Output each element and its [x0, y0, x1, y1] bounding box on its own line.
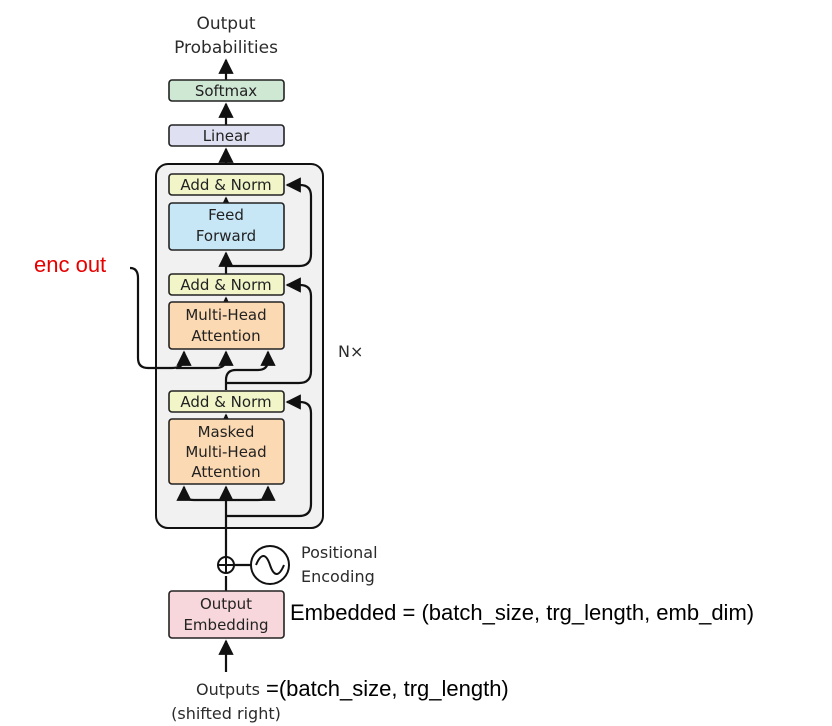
output-embedding-block [168, 590, 285, 639]
embedded-shape-annotation: Embedded = (batch_size, trg_length, emb_… [290, 600, 754, 625]
feed-forward-label-line2: Forward [196, 227, 256, 245]
add-norm-bottom-block [168, 390, 285, 413]
masked-mha-label-line3: Attention [191, 463, 260, 481]
mha-label-line1: Multi-Head [185, 306, 266, 324]
outputs-label-line1: Outputs [196, 680, 260, 699]
positional-encoding-label-line2: Encoding [301, 567, 375, 586]
positional-encoding-label-line1: Positional [301, 543, 378, 562]
masked-input-key [176, 485, 226, 502]
linear-label: Linear [203, 127, 250, 145]
residual-arrow-bottom [226, 394, 313, 518]
residual-arrow-top [226, 177, 313, 268]
softmax-label: Softmax [195, 82, 257, 100]
softmax-block [168, 79, 285, 102]
add-norm-top-block [168, 173, 285, 196]
mha-label-line2: Attention [191, 327, 260, 345]
outputs-shape-annotation: =(batch_size, trg_length) [266, 676, 509, 701]
multi-head-attention-block [168, 301, 285, 350]
enc-out-annotation: enc out [34, 252, 106, 277]
outputs-label-line2: (shifted right) [171, 704, 281, 723]
output-probabilities-label-line2: Probabilities [174, 38, 278, 58]
feed-forward-label-line1: Feed [208, 206, 244, 224]
add-norm-bottom-label: Add & Norm [180, 393, 271, 411]
linear-block [168, 124, 285, 147]
residual-arrow-mid [226, 277, 313, 385]
masked-input-value [226, 485, 276, 502]
output-probabilities-label-line1: Output [196, 14, 255, 34]
masked-multi-head-attention-block [168, 418, 285, 485]
feed-forward-block [168, 202, 285, 251]
enc-out-wire-value [176, 350, 234, 370]
output-embedding-label-line2: Embedding [183, 616, 268, 634]
output-embedding-label-line1: Output [200, 595, 252, 613]
add-norm-top-label: Add & Norm [180, 176, 271, 194]
enc-out-wire-key [129, 266, 192, 370]
add-norm-mid-label: Add & Norm [180, 276, 271, 294]
query-wire [224, 350, 276, 390]
masked-mha-label-line1: Masked [198, 423, 255, 441]
masked-mha-label-line2: Multi-Head [185, 443, 266, 461]
sine-wave-icon [255, 555, 285, 575]
add-norm-mid-block [168, 273, 285, 296]
nx-label: N× [338, 342, 363, 361]
